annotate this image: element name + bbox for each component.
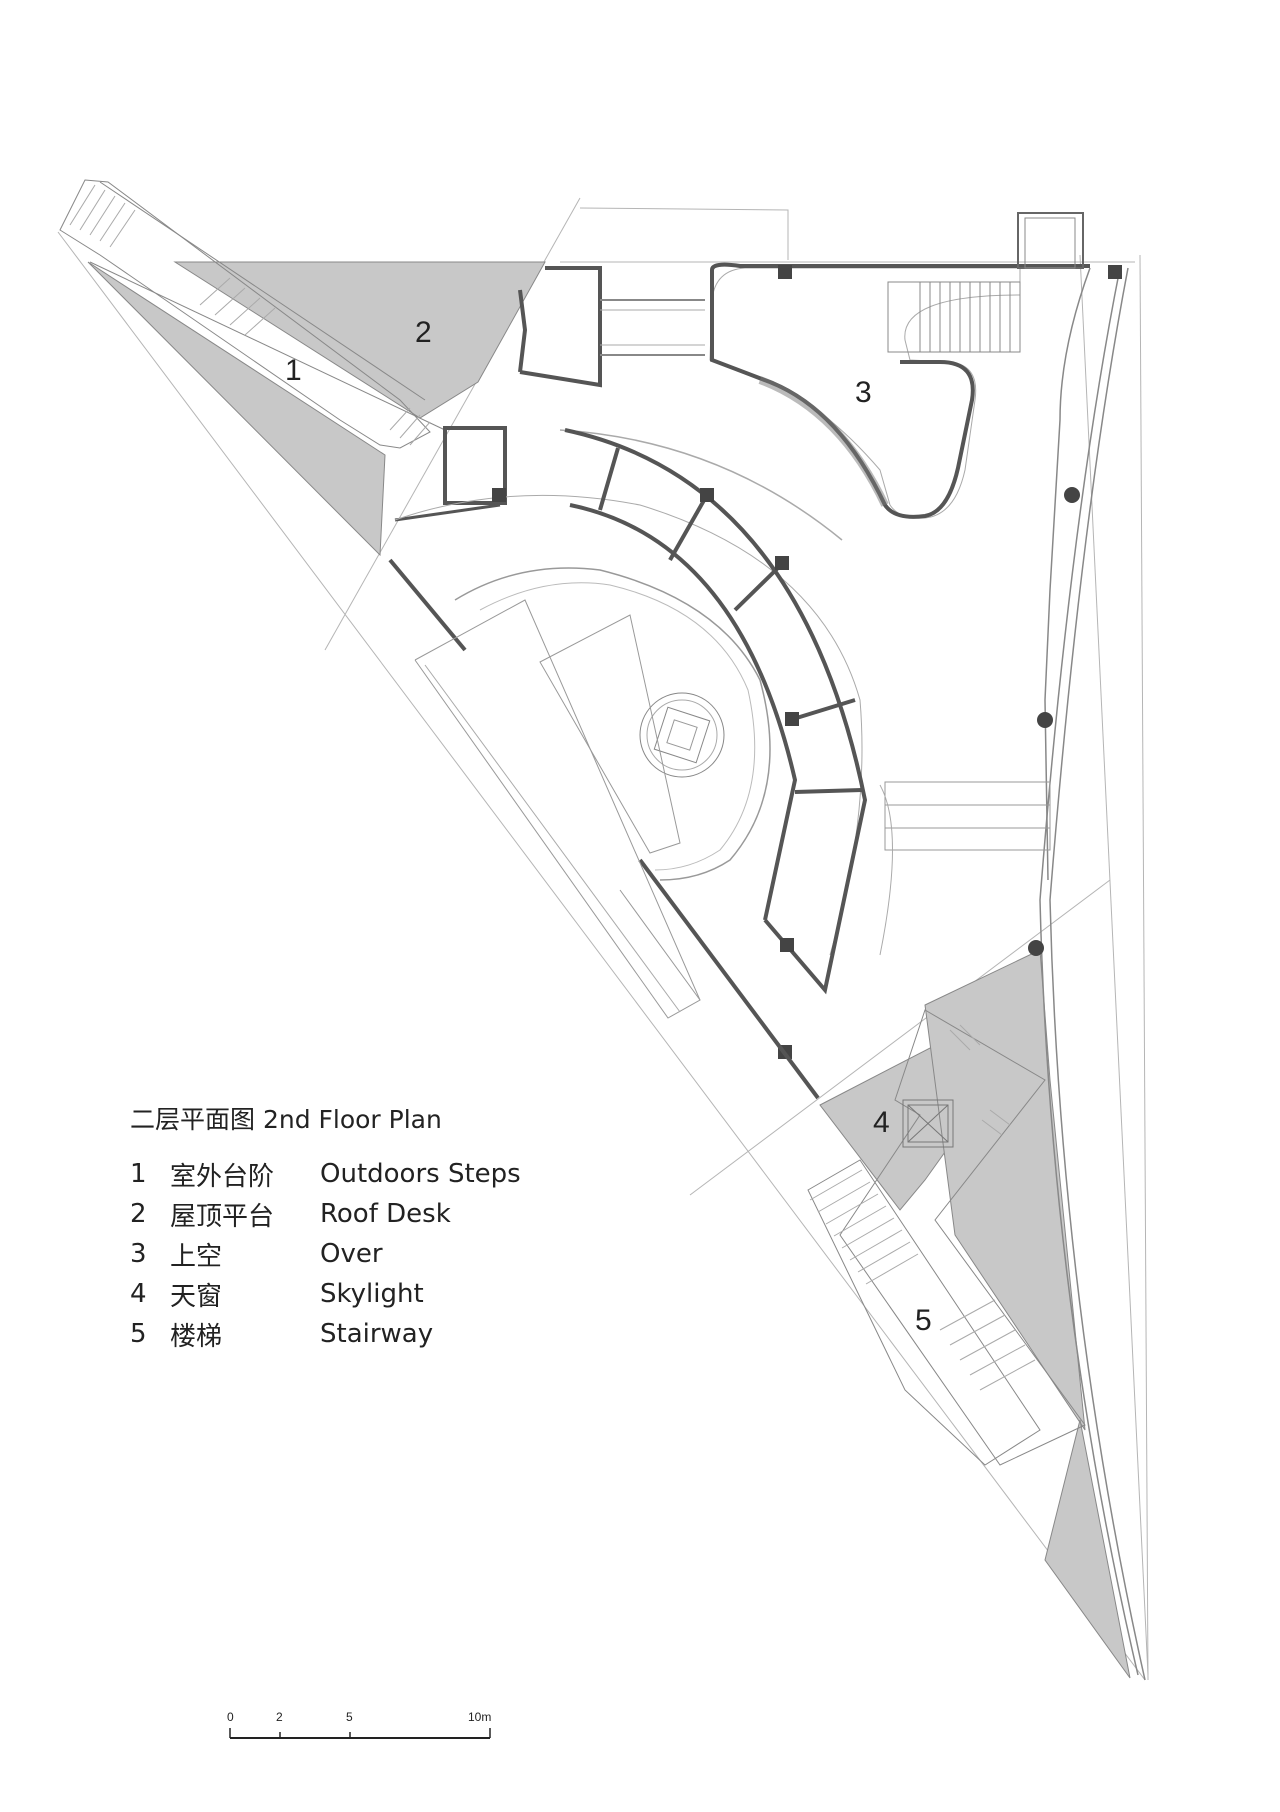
void-over <box>709 262 1090 519</box>
stairway-5 <box>807 1009 1086 1466</box>
top-right-stair <box>887 212 1084 353</box>
legend-number: 3 <box>130 1239 147 1269</box>
site-lines <box>57 197 1149 1681</box>
east-bridge <box>879 781 1051 956</box>
plan-label-2: 2 <box>415 316 432 349</box>
legend-item: 3 上空 Over <box>130 1234 521 1274</box>
legend-english: Outdoors Steps <box>320 1159 521 1189</box>
legend-chinese: 楼梯 <box>170 1321 223 1352</box>
outdoor-steps <box>59 179 446 449</box>
legend-chinese: 室外台阶 <box>170 1161 275 1192</box>
upper-rooms <box>394 266 705 522</box>
scale-tick-2: 2 <box>276 1710 283 1724</box>
legend-english: Skylight <box>320 1279 424 1309</box>
plan-labels: 1 2 3 4 5 <box>285 316 932 1337</box>
scale-tick-10m: 10m <box>468 1710 491 1724</box>
plan-title: 二层平面图 2nd Floor Plan <box>130 1105 442 1134</box>
legend-chinese: 屋顶平台 <box>170 1201 275 1232</box>
plan-label-4: 4 <box>873 1106 890 1139</box>
plan-label-5: 5 <box>915 1304 932 1337</box>
main-hall <box>394 265 1122 1059</box>
legend-chinese: 天窗 <box>170 1281 223 1312</box>
right-boundary <box>1028 267 1146 1681</box>
legend-english: Roof Desk <box>320 1199 451 1229</box>
legend-number: 4 <box>130 1279 147 1309</box>
legend-number: 2 <box>130 1199 147 1229</box>
legend-item: 5 楼梯 Stairway <box>130 1314 521 1354</box>
stairway-shade-lower <box>1044 1419 1131 1679</box>
legend-number: 1 <box>130 1159 147 1189</box>
skylight <box>902 1099 954 1148</box>
west-wall <box>388 558 820 1100</box>
legend-item: 1 室外台阶 Outdoors Steps <box>130 1154 521 1194</box>
legend-english: Stairway <box>320 1319 434 1349</box>
scale-tick-5: 5 <box>346 1710 353 1724</box>
plan-label-1: 1 <box>285 354 302 387</box>
scale-tick-0: 0 <box>227 1710 234 1724</box>
plan-label-3: 3 <box>855 376 872 409</box>
stairway-shade-upper <box>924 949 1086 1431</box>
legend-number: 5 <box>130 1319 147 1349</box>
outdoor-steps-shade <box>87 261 386 557</box>
legend-item: 4 天窗 Skylight <box>130 1274 521 1314</box>
scale-bar: 0 2 5 10m <box>227 1710 491 1739</box>
legend-english: Over <box>320 1239 383 1269</box>
legend: 二层平面图 2nd Floor Plan 1 室外台阶 Outdoors Ste… <box>130 1100 521 1354</box>
legend-item: 2 屋顶平台 Roof Desk <box>130 1194 521 1234</box>
legend-chinese: 上空 <box>170 1241 223 1272</box>
